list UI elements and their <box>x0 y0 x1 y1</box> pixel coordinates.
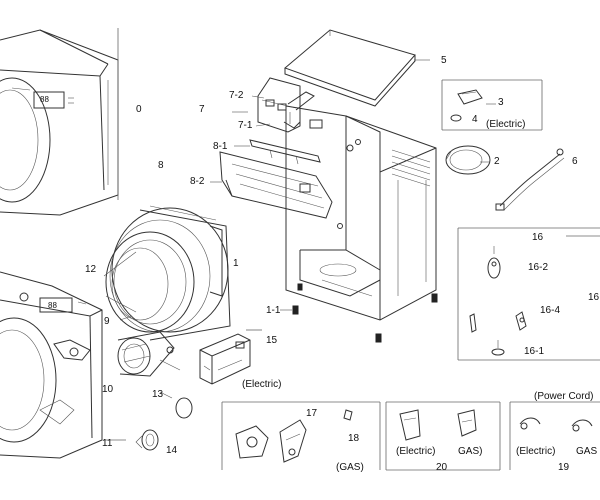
wire-part-6 <box>495 148 565 211</box>
callout-17: 17 <box>306 408 318 419</box>
callout-18: 18 <box>348 433 360 444</box>
drum-part-12 <box>103 205 231 341</box>
callout-3: 3 <box>498 97 504 108</box>
motor-part-13 <box>117 331 181 377</box>
sensor-part-16-4 <box>469 311 527 333</box>
callout-8: 8 <box>158 160 164 171</box>
note-power-cord: (Power Cord) <box>534 391 594 402</box>
callout-19: 19 <box>558 462 570 473</box>
callout-13: 13 <box>152 389 164 400</box>
power-cord-part-19-electric <box>519 417 541 430</box>
callout-16-partial: 16 <box>588 292 600 303</box>
callout-4: 4 <box>472 114 478 125</box>
callout-6: 6 <box>572 156 578 167</box>
front-panel-part-10 <box>39 339 91 425</box>
note-electric-15: (Electric) <box>242 379 282 390</box>
callout-1-1: 1-1 <box>266 305 281 316</box>
callout-7: 7 <box>199 104 205 115</box>
roller-part-14 <box>135 429 159 451</box>
callout-16-4: 16-4 <box>540 305 561 316</box>
callout-16-1: 16-1 <box>524 346 545 357</box>
belt-ring <box>175 397 193 419</box>
callout-16: 16 <box>532 232 544 243</box>
terminal-block-part-3 <box>457 89 483 105</box>
callout-0: 0 <box>136 104 142 115</box>
heater-part-15 <box>199 333 251 385</box>
gas-parts-box <box>221 401 381 470</box>
bracket-part-20-electric <box>399 409 421 441</box>
part-19-box <box>509 401 600 470</box>
callout-7-1: 7-1 <box>238 120 253 131</box>
exhaust-part-2 <box>445 145 491 175</box>
callout-8-1: 8-1 <box>213 141 228 152</box>
top-panel-part-5 <box>284 29 416 107</box>
note-electric-20: (Electric) <box>396 446 436 457</box>
sensor-part-16-2 <box>487 246 501 279</box>
note-gas-17: (GAS) <box>336 462 364 473</box>
callout-20: 20 <box>436 462 448 473</box>
callout-14: 14 <box>166 445 178 456</box>
note-gas-20: GAS) <box>458 446 483 457</box>
callout-12: 12 <box>85 264 97 275</box>
callout-1: 1 <box>233 258 239 269</box>
part-20-box <box>385 401 501 471</box>
note-electric-19: (Electric) <box>516 446 556 457</box>
part-16-box <box>457 227 600 361</box>
door-part-9 <box>111 247 169 321</box>
electric-parts-box <box>441 79 543 131</box>
callout-8-2: 8-2 <box>190 176 205 187</box>
gas-part-18 <box>343 409 353 421</box>
note-gas-19: GAS <box>576 446 598 457</box>
callout-16-2: 16-2 <box>528 262 549 273</box>
callout-7-2: 7-2 <box>229 90 244 101</box>
control-panel-part-8 <box>219 139 333 219</box>
bracket-part-20-gas <box>457 409 477 437</box>
callout-9: 9 <box>104 316 110 327</box>
cabinet-frame <box>285 105 437 321</box>
control-panel-display-bottom: 88 <box>48 301 57 310</box>
drum-bracket-part-1 <box>209 225 223 297</box>
power-cord-part-19-gas <box>571 419 593 432</box>
callout-11: 11 <box>102 438 113 449</box>
leveling-feet <box>292 283 438 343</box>
leader-lines <box>119 59 496 399</box>
callout-15: 15 <box>266 335 278 346</box>
note-electric-top: (Electric) <box>486 119 526 130</box>
callout-5: 5 <box>441 55 447 66</box>
gas-valve-part-17 <box>235 419 307 463</box>
callout-2: 2 <box>494 156 500 167</box>
callout-10: 10 <box>102 384 114 395</box>
dryer-front-view-top <box>0 29 119 216</box>
control-panel-display-top: 88 <box>40 95 49 104</box>
dryer-front-view-bottom <box>0 271 103 459</box>
sensor-part-16-1 <box>491 340 505 356</box>
clip-part-4 <box>450 114 462 122</box>
